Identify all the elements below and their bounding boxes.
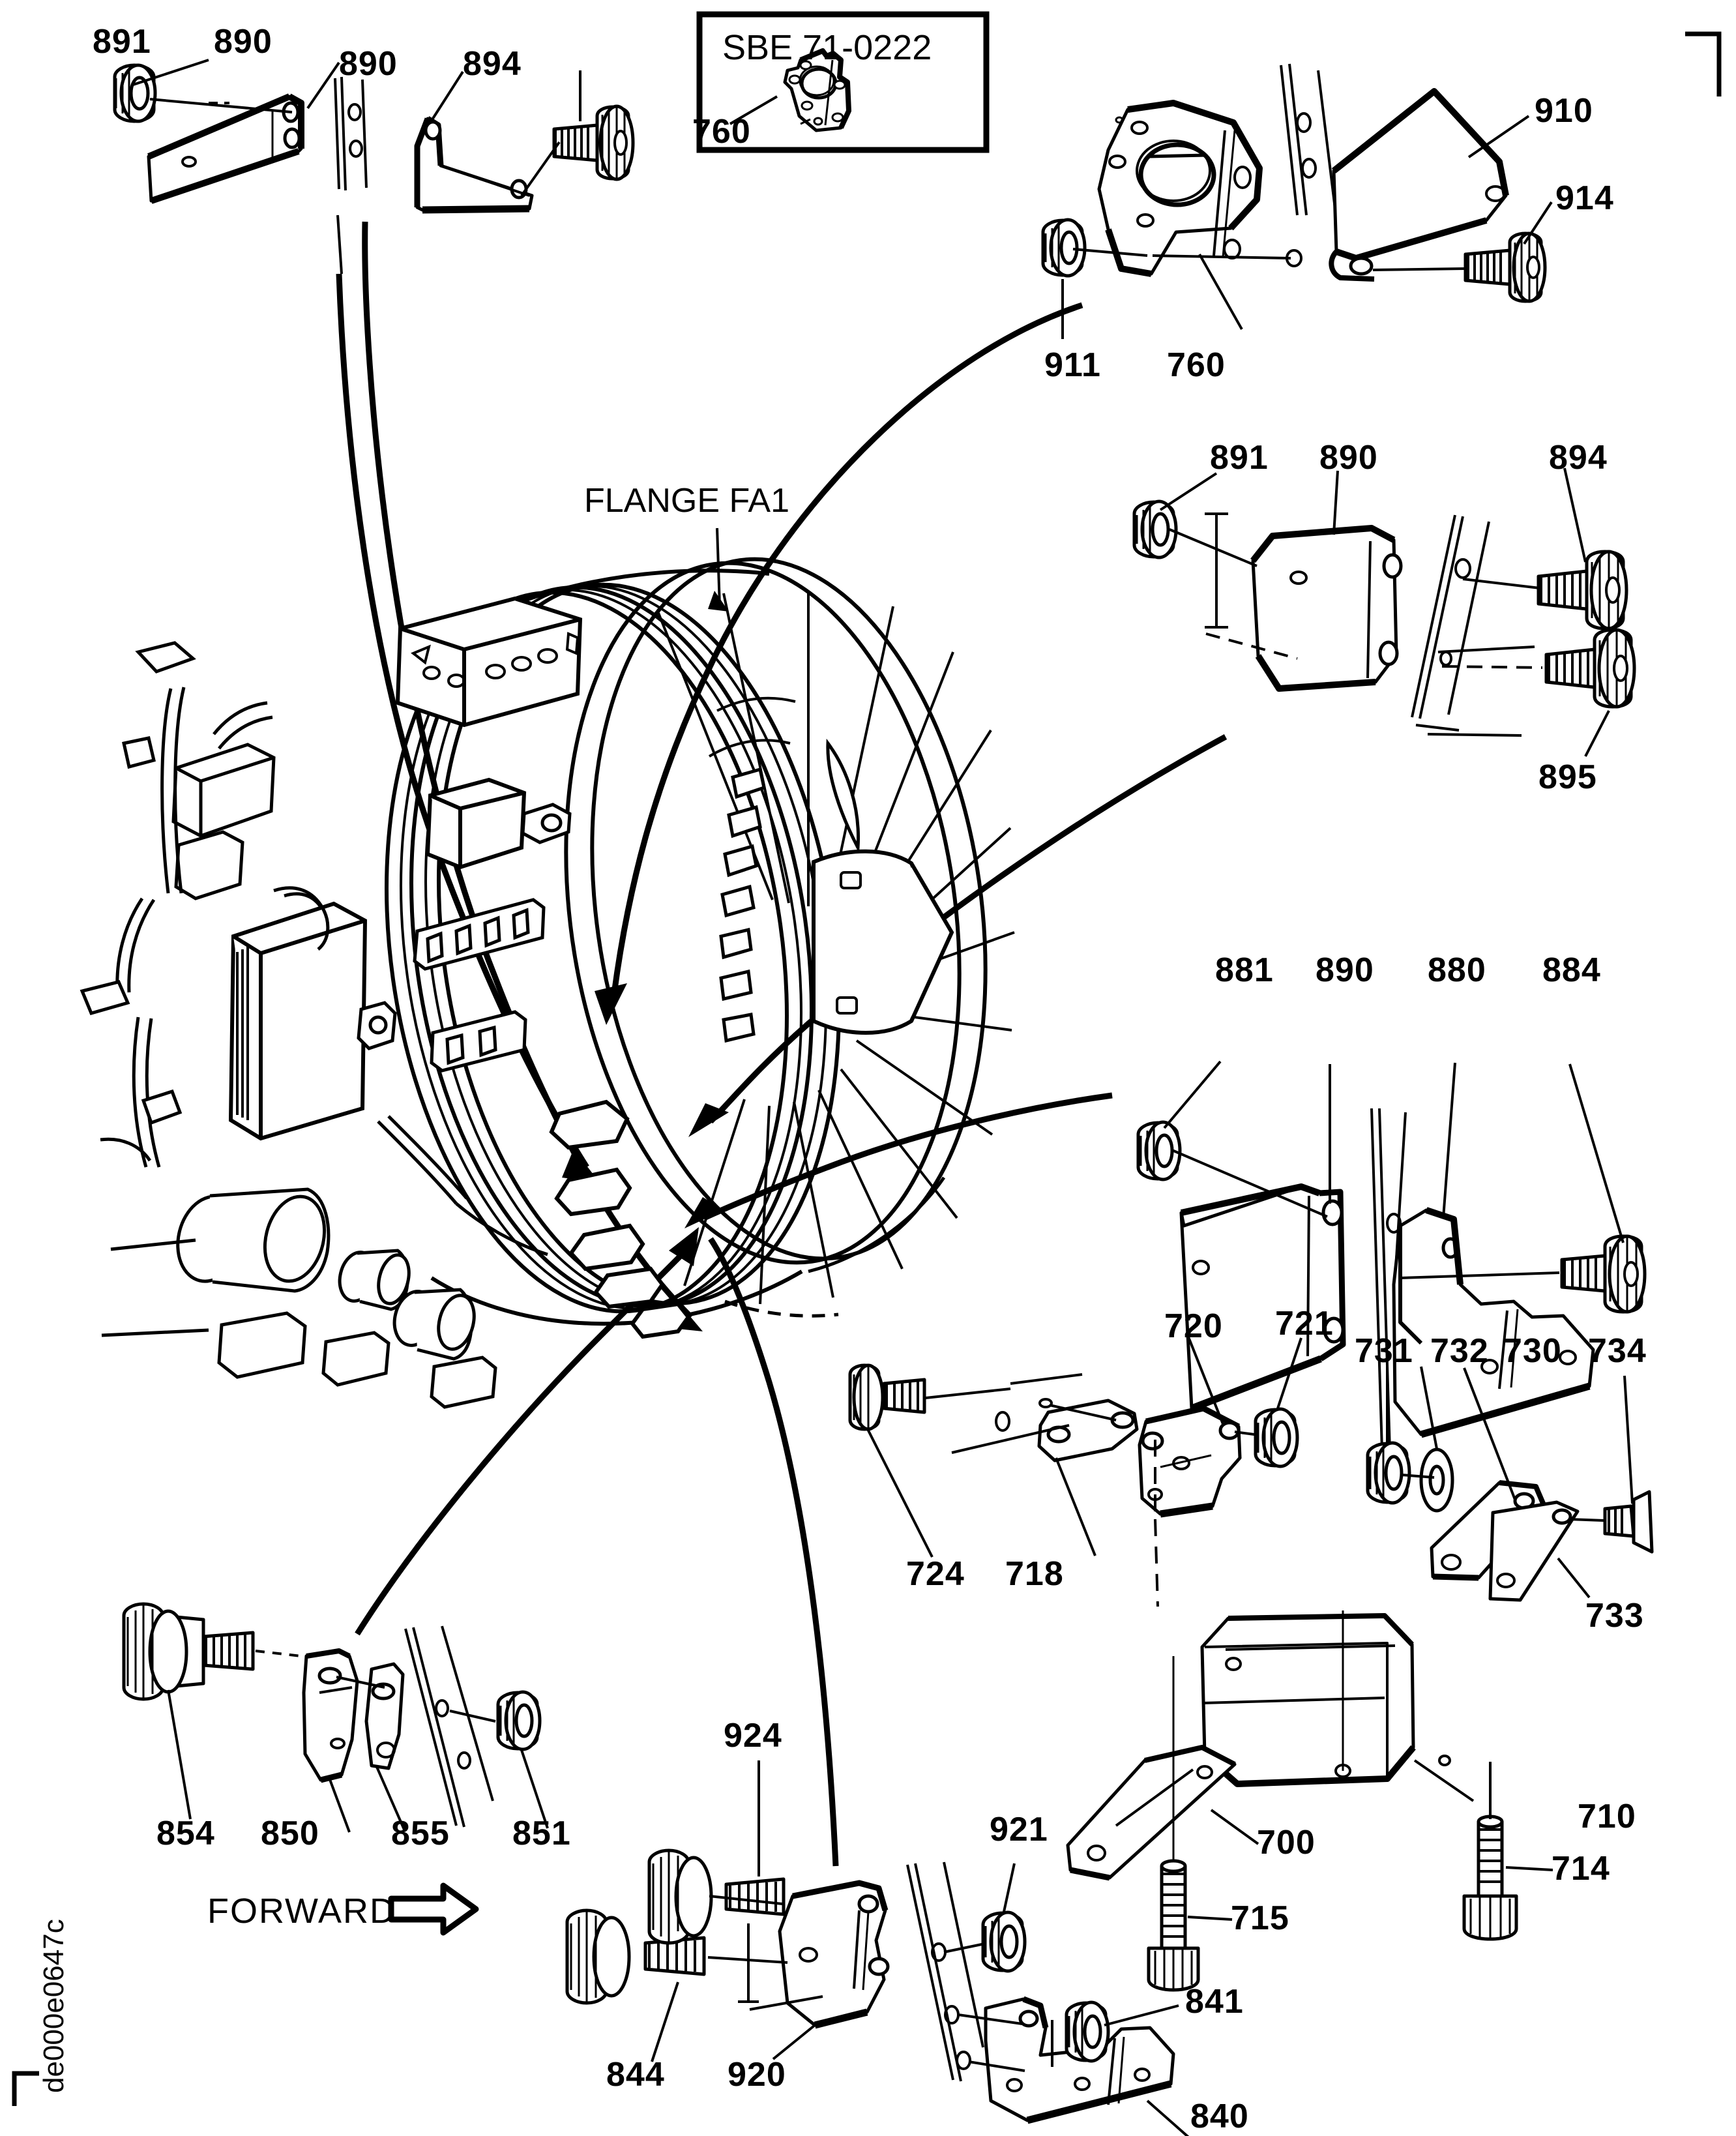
- bracket-760: [1097, 100, 1263, 277]
- callout-841: 841: [1185, 1983, 1244, 2021]
- callout-884: 884: [1542, 951, 1601, 989]
- callout-720: 720: [1164, 1307, 1223, 1345]
- sbe-callout-box: [696, 11, 990, 153]
- nut-891-right: [1132, 499, 1178, 559]
- plate-855: [364, 1662, 405, 1770]
- callout-890-topleft-a: 890: [214, 23, 272, 61]
- callout-718: 718: [1005, 1555, 1064, 1593]
- callout-855: 855: [391, 1815, 450, 1852]
- callout-714: 714: [1552, 1850, 1610, 1888]
- callout-710: 710: [1578, 1798, 1636, 1835]
- nut-881: [1136, 1120, 1182, 1181]
- callout-850: 850: [261, 1815, 319, 1852]
- bracket-920: [778, 1880, 890, 2029]
- lower-right-bracket-group: [1136, 1060, 1647, 1452]
- callout-715: 715: [1231, 1899, 1289, 1937]
- nut-891: [113, 63, 157, 123]
- screw-714: [1462, 1815, 1518, 1941]
- leader-curve-engine-to-bottomleft: [355, 1227, 699, 1636]
- bolt-844: [565, 1908, 706, 2005]
- callout-891-midright: 891: [1210, 439, 1269, 477]
- callout-760-main: 760: [1167, 346, 1226, 384]
- nut-731: [1366, 1441, 1411, 1505]
- bolt-724: [848, 1363, 926, 1431]
- nut-911: [1041, 218, 1087, 278]
- top-left-bracket-group: [113, 59, 635, 274]
- callout-921: 921: [990, 1811, 1048, 1848]
- bolt-894-midright: [1537, 550, 1628, 630]
- bolt-924: [647, 1848, 786, 1945]
- callout-840: 840: [1190, 2098, 1249, 2135]
- flange-label: FLANGE FA1: [584, 482, 789, 520]
- nut-921: [981, 1910, 1027, 1973]
- callout-890-midright: 890: [1319, 439, 1378, 477]
- callout-721: 721: [1275, 1305, 1334, 1342]
- bracket-720: [1138, 1405, 1242, 1518]
- callout-881: 881: [1215, 951, 1274, 989]
- washer-732: [1419, 1447, 1454, 1513]
- bracket-890-midright: [1250, 525, 1403, 692]
- plate-733: [1488, 1500, 1580, 1602]
- callout-895: 895: [1538, 758, 1597, 796]
- bracket-910: [1329, 88, 1509, 282]
- callout-851: 851: [512, 1815, 571, 1852]
- link-plate-group: [848, 1335, 1654, 1992]
- callout-894-topleft: 894: [463, 45, 522, 83]
- callout-894-midright: 894: [1549, 439, 1608, 477]
- callout-914: 914: [1555, 179, 1614, 217]
- callout-734: 734: [1588, 1332, 1647, 1370]
- mid-right-bracket-group: [1132, 467, 1636, 757]
- callout-732: 732: [1430, 1332, 1489, 1370]
- callout-910: 910: [1535, 92, 1593, 130]
- corner-registration-mark-bottom: [12, 2071, 39, 2106]
- callout-880: 880: [1428, 951, 1486, 989]
- callout-844: 844: [606, 2056, 665, 2094]
- bolt-734: [1603, 1490, 1654, 1554]
- bolt-894-topleft: [552, 104, 635, 181]
- flange-fa1-leader: [708, 527, 729, 612]
- clip-850: [302, 1648, 359, 1783]
- flange-edge-lines-topleft: [334, 76, 368, 274]
- bracket-880: [1392, 1207, 1595, 1438]
- bottom-left-clip-group: [122, 1602, 549, 1833]
- callout-890-topleft-b: 890: [339, 45, 398, 83]
- callout-920: 920: [728, 2056, 786, 2094]
- forward-arrow-icon: [388, 1882, 479, 1936]
- flange-edge-lines-midright: [1411, 514, 1490, 719]
- callout-733: 733: [1585, 1597, 1644, 1635]
- corner-registration-mark: [1685, 31, 1722, 96]
- callout-891-topleft: 891: [93, 23, 151, 61]
- bolt-884: [1560, 1234, 1647, 1314]
- callout-911: 911: [1044, 346, 1101, 384]
- callout-724: 724: [906, 1555, 965, 1593]
- callout-854: 854: [156, 1815, 215, 1852]
- figure-code: de000e0647c: [38, 1919, 70, 2093]
- nut-851: [496, 1690, 542, 1751]
- flange-edge-lines-bottomleft: [404, 1625, 494, 1828]
- bolt-895: [1544, 628, 1636, 709]
- callout-890-lowerright: 890: [1316, 951, 1374, 989]
- callout-924: 924: [724, 1717, 782, 1755]
- nut-841: [1065, 2000, 1110, 2063]
- callout-760-sbe: 760: [692, 113, 751, 151]
- flange-edge-lines-topright: [1280, 63, 1336, 216]
- nut-721: [1254, 1407, 1299, 1468]
- callout-730: 730: [1503, 1332, 1562, 1370]
- callout-700: 700: [1257, 1824, 1316, 1862]
- callout-731: 731: [1355, 1332, 1413, 1370]
- bracket-890-left: [147, 93, 304, 204]
- engine-assembly-drawing: [80, 557, 1015, 1409]
- screw-715: [1147, 1859, 1200, 1992]
- bolt-914: [1464, 231, 1547, 303]
- sbe-box-title: SBE 71-0222: [722, 28, 932, 67]
- forward-label: FORWARD: [207, 1891, 396, 1931]
- plate-700: [1066, 1745, 1237, 1881]
- top-right-flange-bracket-group: [1041, 63, 1553, 339]
- bottom-center-bracket-group: [565, 1760, 1190, 2136]
